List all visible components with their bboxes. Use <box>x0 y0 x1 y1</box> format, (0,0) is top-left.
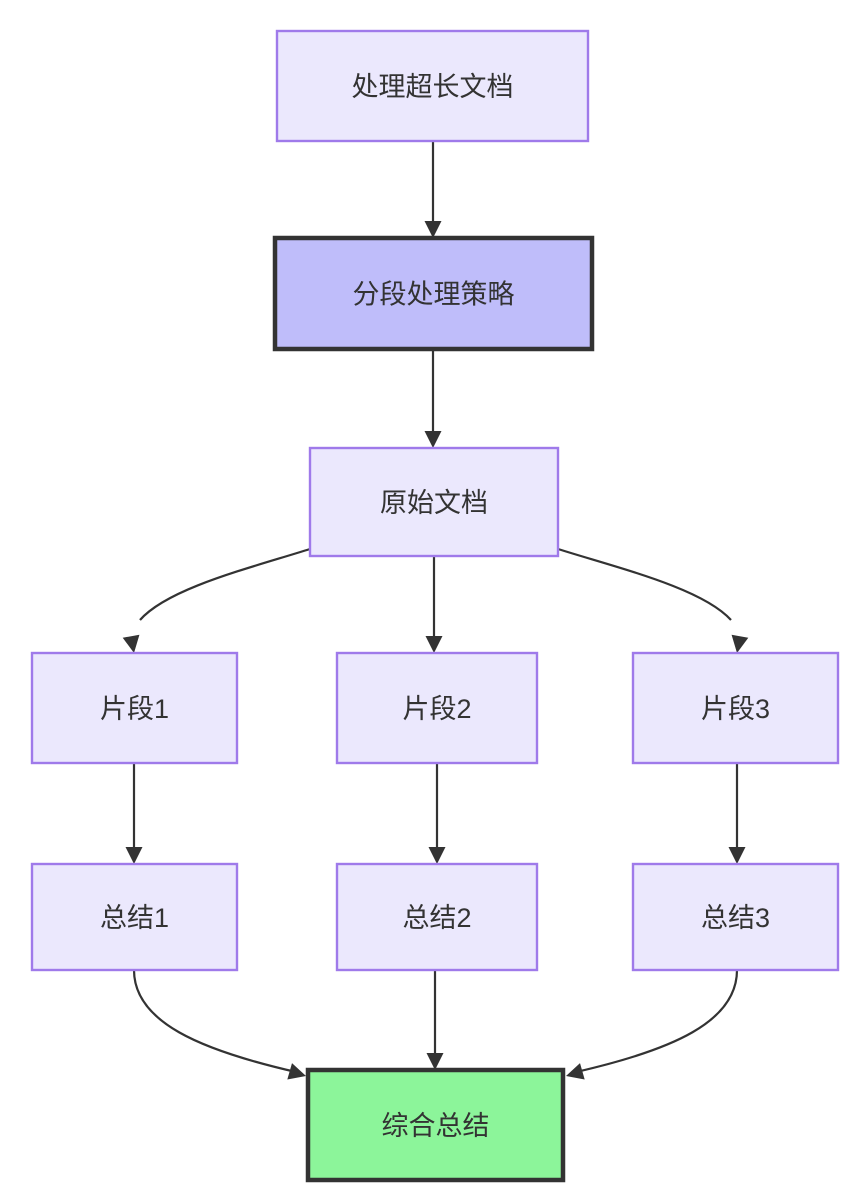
arrowhead-icon <box>122 634 140 653</box>
node-root[interactable]: 处理超长文档 <box>275 29 590 143</box>
node-final-label: 综合总结 <box>382 1111 490 1141</box>
node-chunk2[interactable]: 片段2 <box>335 651 539 765</box>
arrowhead-icon <box>566 1063 585 1080</box>
nodes-layer: 处理超长文档 分段处理策略 原始文档 片段1 片段2 片段3 <box>30 29 840 1183</box>
arrowhead-icon <box>426 1053 444 1070</box>
node-strategy-box[interactable] <box>272 235 595 352</box>
node-root-box[interactable] <box>275 29 590 143</box>
node-summary3[interactable]: 总结3 <box>631 862 840 972</box>
arrowhead-icon <box>728 847 746 864</box>
node-final[interactable]: 综合总结 <box>305 1067 566 1183</box>
node-chunk3[interactable]: 片段3 <box>631 651 840 765</box>
edge-summary1-to-final <box>132 969 297 1074</box>
arrowheads-layer <box>122 221 749 1080</box>
arrowhead-icon <box>424 431 442 448</box>
arrowhead-icon <box>125 847 143 864</box>
node-chunk1-label: 片段1 <box>100 694 169 724</box>
edge-source-to-chunk1 <box>139 547 311 621</box>
arrowhead-icon <box>731 634 749 653</box>
node-chunk3-label: 片段3 <box>701 694 770 724</box>
node-summary1-label: 总结1 <box>100 903 169 933</box>
node-summary2[interactable]: 总结2 <box>335 862 539 972</box>
node-summary2-label: 总结2 <box>402 903 471 933</box>
arrowhead-icon <box>428 847 446 864</box>
node-source[interactable]: 原始文档 <box>308 446 560 558</box>
node-summary3-label: 总结3 <box>701 903 770 933</box>
node-summary1-box[interactable] <box>30 862 239 972</box>
node-summary1[interactable]: 总结1 <box>30 862 239 972</box>
node-chunk2-box[interactable] <box>335 651 539 765</box>
node-source-label: 原始文档 <box>380 488 488 518</box>
arrowhead-icon <box>425 636 443 653</box>
node-strategy[interactable]: 分段处理策略 <box>272 235 595 352</box>
node-source-box[interactable] <box>308 446 560 558</box>
edges-layer <box>132 141 739 1074</box>
node-summary2-box[interactable] <box>335 862 539 972</box>
edge-source-to-chunk3 <box>557 547 732 621</box>
edge-summary3-to-final <box>575 969 739 1074</box>
node-final-box[interactable] <box>305 1067 566 1183</box>
node-chunk3-box[interactable] <box>631 651 840 765</box>
arrowhead-icon <box>424 221 442 238</box>
node-chunk2-label: 片段2 <box>402 694 471 724</box>
node-strategy-label: 分段处理策略 <box>353 280 515 310</box>
arrowhead-icon <box>287 1063 306 1080</box>
node-root-label: 处理超长文档 <box>352 72 514 102</box>
node-summary3-box[interactable] <box>631 862 840 972</box>
node-chunk1[interactable]: 片段1 <box>30 651 239 765</box>
node-chunk1-box[interactable] <box>30 651 239 765</box>
